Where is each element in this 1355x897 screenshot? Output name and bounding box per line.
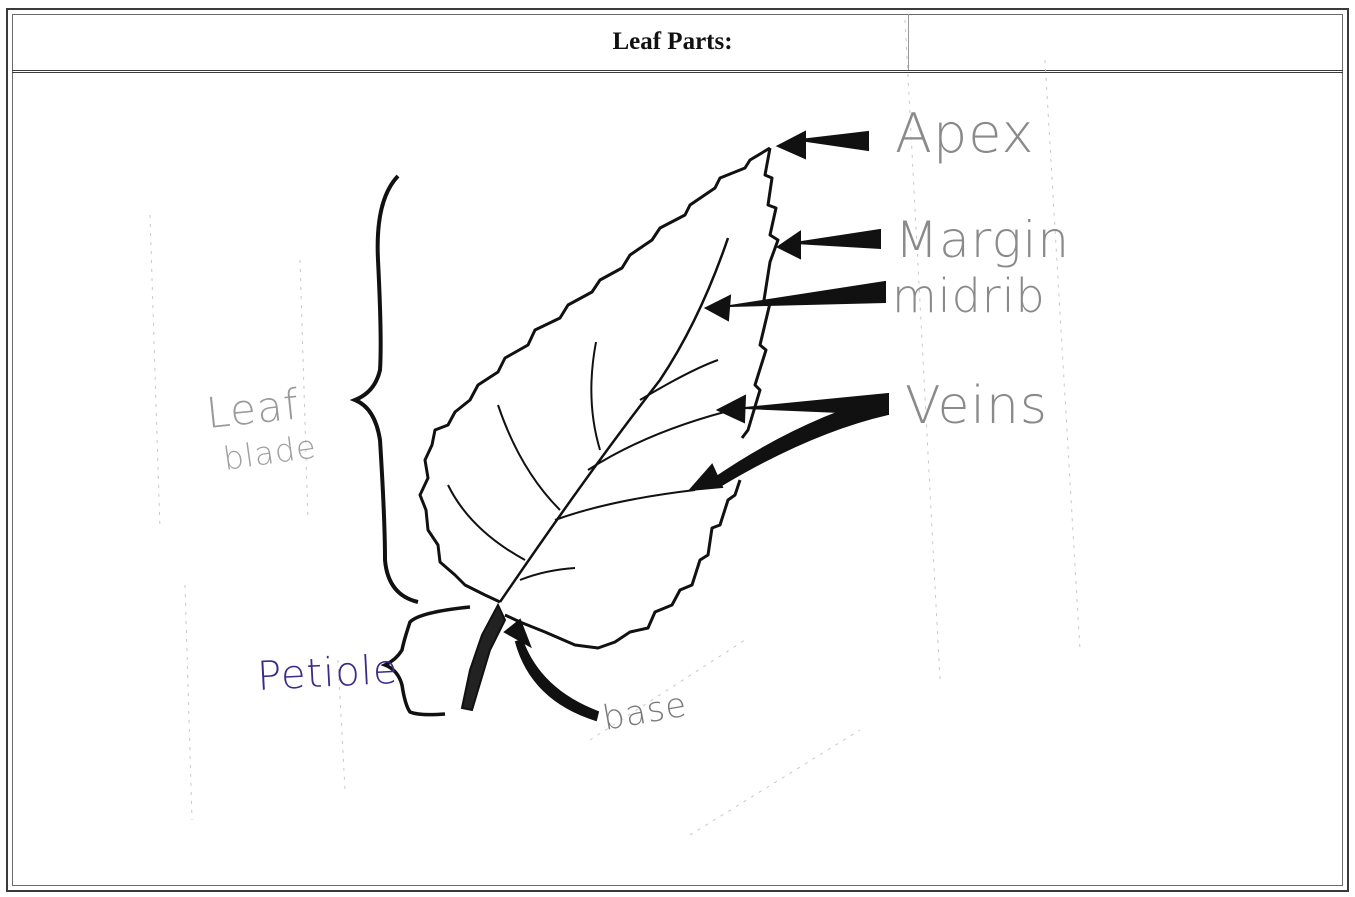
label-veins: Veins xyxy=(905,376,1048,436)
label-arrows xyxy=(505,132,888,720)
label-margin: Margin xyxy=(895,211,1070,269)
label-petiole: Petiole xyxy=(256,647,400,700)
leaf-blade-brace xyxy=(355,176,418,602)
petiole-shape xyxy=(462,605,505,710)
midrib-line xyxy=(500,238,728,602)
label-base: base xyxy=(600,685,691,739)
leaf-outline-left xyxy=(420,148,770,602)
label-leaf-blade-line1: Leaf xyxy=(204,379,302,437)
label-apex: Apex xyxy=(895,102,1034,165)
label-midrib: midrib xyxy=(892,269,1046,323)
